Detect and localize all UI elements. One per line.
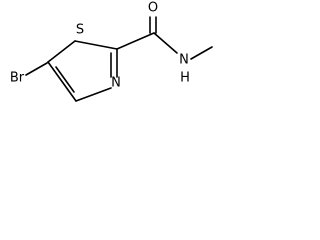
bond-c2-carbonyl bbox=[116, 32, 155, 50]
atom-bromine: Br bbox=[10, 71, 25, 86]
bond-s1-c2 bbox=[74, 40, 118, 50]
bond-nitrogen-methyl bbox=[190, 46, 213, 60]
bond-carbonyl-nitrogen bbox=[153, 32, 178, 54]
bond-n3-c4 bbox=[75, 87, 112, 102]
bond-c5-s1 bbox=[47, 40, 76, 63]
atom-nitrogen-ring: N bbox=[111, 76, 121, 91]
atom-hydrogen: H bbox=[180, 71, 190, 86]
molecule-structure: Br S N O N H bbox=[10, 1, 213, 102]
bond-br-c5 bbox=[25, 62, 48, 76]
bond-c4-c5-inner bbox=[55, 66, 75, 93]
atom-oxygen: O bbox=[148, 1, 158, 16]
atom-nitrogen-amide: N bbox=[179, 53, 189, 68]
atom-sulfur: S bbox=[76, 23, 84, 38]
bond-c4-c5-outer bbox=[47, 61, 77, 102]
